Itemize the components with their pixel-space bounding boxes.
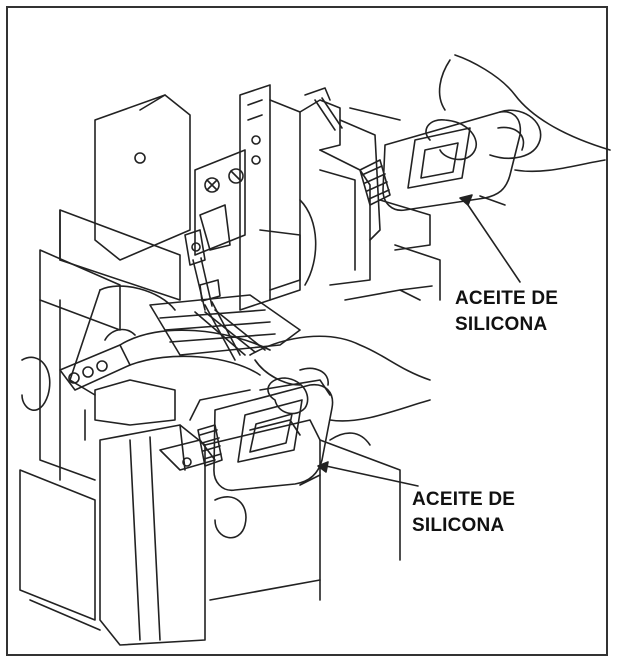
arrowhead-icon: [459, 194, 473, 206]
needle-plate: [59, 294, 301, 391]
arrowhead-icon: [317, 461, 329, 473]
hand-icon: [425, 54, 611, 206]
callout-leader-line-2: [325, 465, 419, 487]
callout-label-line: SILICONA: [455, 314, 548, 335]
callout-label-line: ACEITE DE: [455, 288, 559, 309]
diagram-frame: [6, 6, 608, 656]
callout-label-line: ACEITE DE: [412, 489, 516, 510]
hand-icon: [249, 335, 431, 486]
machine-body: [19, 94, 191, 631]
callout-label-upper: ACEITE DE SILICONA: [455, 286, 558, 338]
callout-arrows: [317, 194, 521, 487]
lower-housing: [99, 379, 401, 646]
needle-mechanism: [184, 84, 441, 361]
silicone-oil-bottle-icon: [197, 383, 334, 492]
silicone-oil-bottle-icon: [359, 110, 522, 212]
callout-label-lower: ACEITE DE SILICONA: [412, 487, 515, 539]
callout-label-line: SILICONA: [412, 515, 505, 536]
callout-leader-line-1: [467, 204, 521, 283]
